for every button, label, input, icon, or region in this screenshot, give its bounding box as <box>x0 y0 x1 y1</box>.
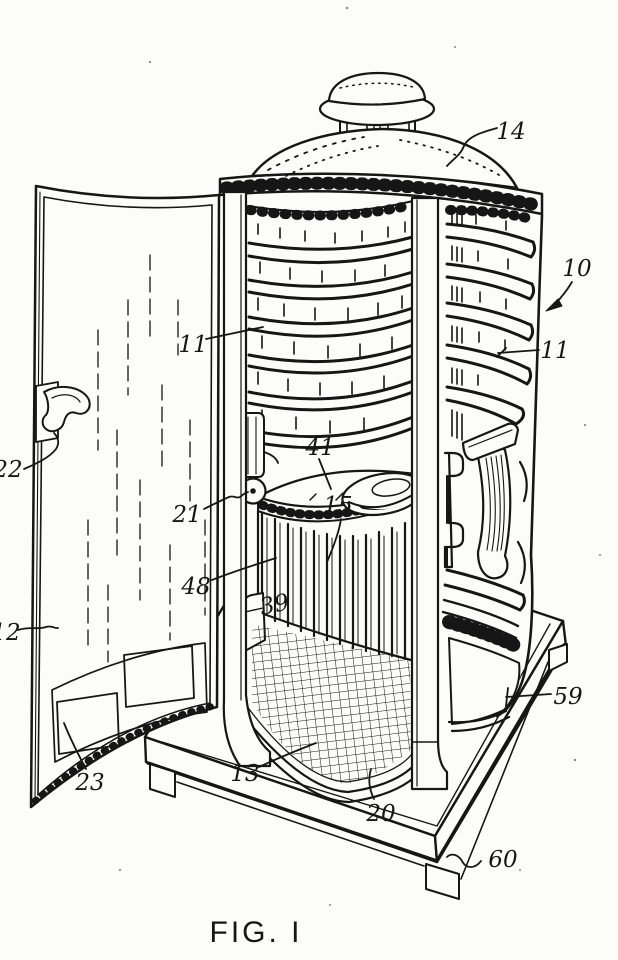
ref-label-13: 13 <box>230 761 259 787</box>
ref-label-59: 59 <box>553 684 582 710</box>
ref-label-11-left: 11 <box>178 332 207 358</box>
ref-label-41: 41 <box>304 435 334 461</box>
ref-label-21: 21 <box>171 502 201 528</box>
ref-label-22: 22 <box>0 457 23 483</box>
ref-label-20: 20 <box>365 801 395 827</box>
ref-label-12: 12 <box>0 620 21 646</box>
ref-label-14: 14 <box>496 119 525 145</box>
ref-label-23: 23 <box>74 770 104 796</box>
figure-caption: FIG. I <box>210 916 303 949</box>
ref-label-15: 15 <box>323 493 352 519</box>
ref-label-60: 60 <box>488 847 517 873</box>
ref-label-48: 48 <box>180 574 210 600</box>
ref-label-10: 10 <box>562 256 591 282</box>
ref-label-11-right: 11 <box>540 338 569 364</box>
door <box>31 186 219 807</box>
